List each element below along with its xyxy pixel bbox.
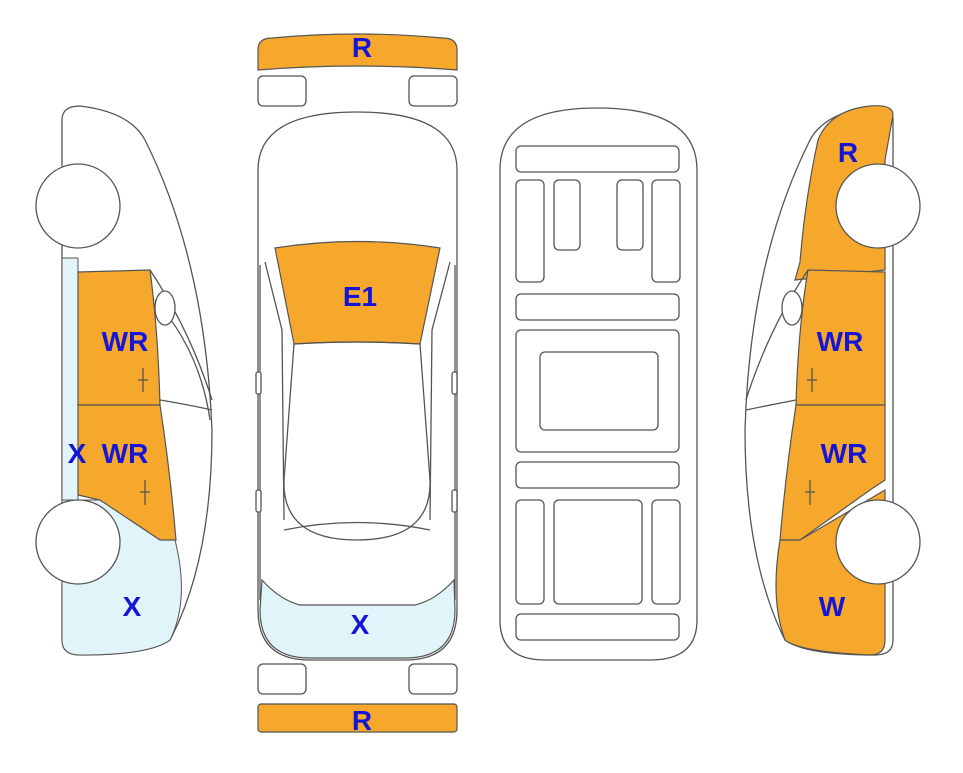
windshield-right-pillar: [429, 261, 451, 521]
taillight-left: [257, 663, 307, 695]
left-rear-quarter-label: X: [123, 591, 142, 622]
underbody-panel: [539, 351, 659, 431]
left-rear-door[interactable]: [77, 404, 177, 541]
left-door-handle: [138, 368, 148, 392]
right-rear-door-label: WR: [821, 438, 868, 469]
right-rear-wheel: [835, 499, 921, 585]
rear-window-line: [283, 521, 431, 531]
underbody-panel: [515, 613, 680, 641]
right-front-fender-label: R: [838, 137, 858, 168]
underbody-panel: [553, 499, 643, 605]
right-roof-line: [745, 399, 797, 411]
underbody-panel: [651, 179, 681, 283]
underbody-panel: [515, 293, 680, 321]
right-front-wheel: [835, 163, 921, 249]
front-bumper[interactable]: [257, 33, 458, 71]
mirror-right: [451, 371, 458, 395]
right-rear-quarter-label: W: [819, 591, 846, 622]
left-side-view: WR X WR X: [35, 105, 213, 656]
hood-label: E1: [343, 281, 377, 312]
right-door-handle: [807, 368, 817, 392]
rear-bumper-label: R: [352, 705, 372, 736]
right-window-line: [745, 269, 809, 401]
underbody-view: [499, 107, 698, 661]
underbody-panel: [515, 461, 680, 489]
underbody-panel: [553, 179, 581, 251]
underbody-panel: [651, 499, 681, 605]
windshield-left-pillar: [264, 261, 285, 521]
roof-rear-label: X: [351, 609, 370, 640]
mirror-left: [255, 371, 262, 395]
headlight-left: [257, 75, 307, 107]
headlight-right: [408, 75, 458, 107]
left-rocker-label: X: [68, 438, 87, 469]
left-mirror: [154, 290, 176, 326]
left-front-wheel: [35, 163, 121, 249]
left-front-door-label: WR: [102, 326, 149, 357]
cabin-outline: [283, 341, 431, 541]
underbody-panel: [515, 179, 545, 283]
handle-left: [255, 489, 262, 513]
rear-bumper[interactable]: [257, 703, 458, 733]
top-body: [257, 111, 458, 661]
handle-right: [451, 489, 458, 513]
left-rear-wheel: [35, 499, 121, 585]
left-window-line: [149, 269, 213, 401]
left-door-handle: [140, 480, 150, 505]
underbody-panel: [616, 179, 644, 251]
top-view: R E1 X R: [255, 32, 458, 736]
front-bumper-label: R: [352, 32, 372, 63]
right-side-view: R WR WR W: [744, 105, 921, 656]
underbody-panel: [515, 145, 680, 173]
right-front-door-label: WR: [817, 326, 864, 357]
underbody-panel: [515, 499, 545, 605]
right-mirror: [781, 290, 803, 326]
rear-deck[interactable]: [259, 578, 456, 659]
taillight-right: [408, 663, 458, 695]
right-door-handle: [805, 480, 815, 505]
left-rear-door-label: WR: [102, 438, 149, 469]
